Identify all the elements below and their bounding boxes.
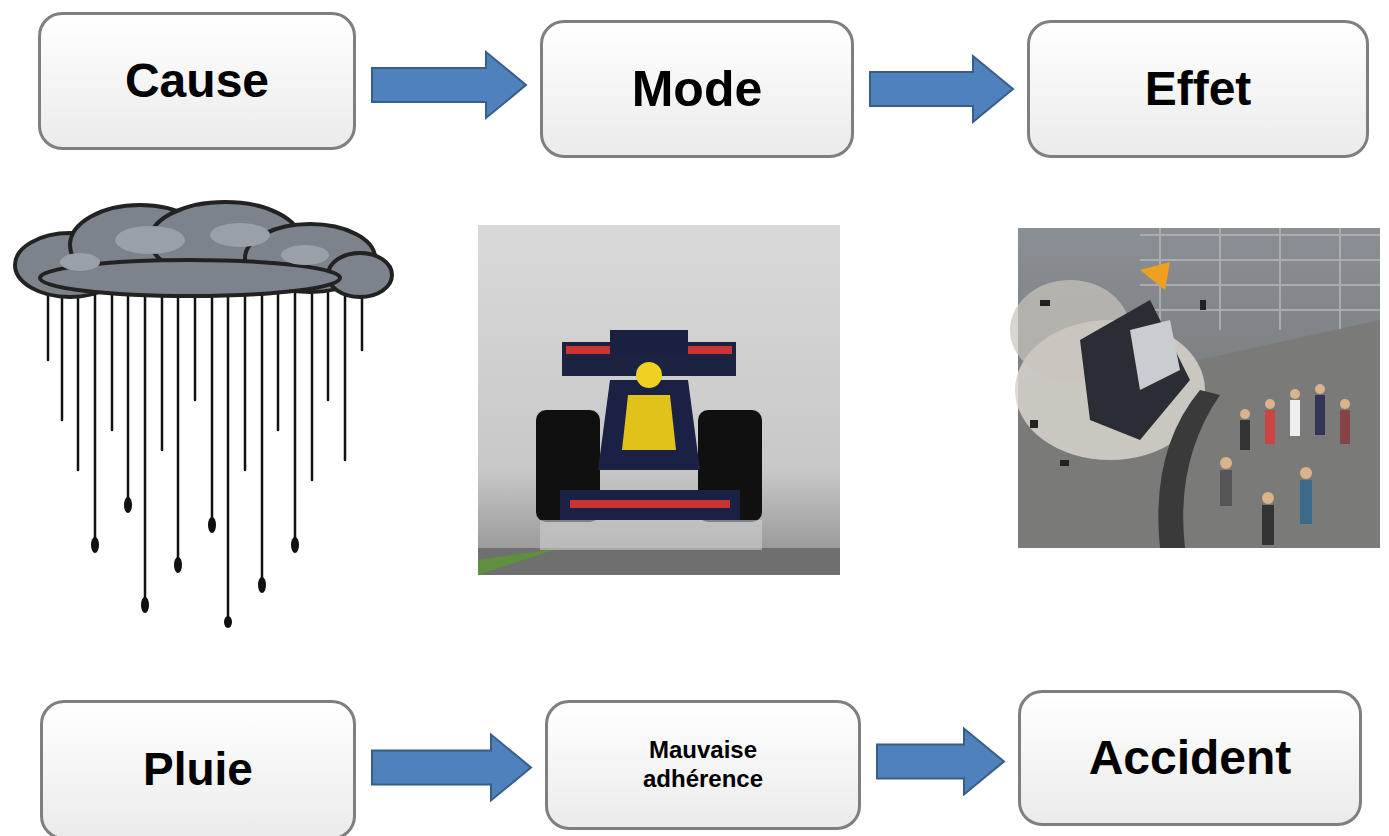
process-box: Pluie	[40, 700, 356, 836]
box-label: Mauvaise adhérence	[628, 736, 778, 794]
box-label: Effet	[1145, 60, 1252, 118]
process-box: Effet	[1027, 20, 1369, 158]
box-label: Accident	[1089, 729, 1292, 787]
process-box: Accident	[1018, 690, 1362, 826]
box-label: Cause	[125, 52, 269, 110]
block-arrow	[870, 56, 1013, 122]
box-label: Mode	[632, 59, 763, 119]
process-box: Cause	[38, 12, 356, 150]
spectators	[1220, 384, 1350, 545]
race-car-photo	[478, 225, 840, 575]
block-arrow	[372, 52, 526, 118]
rain-cloud	[15, 202, 392, 628]
process-box: Mauvaise adhérence	[545, 700, 861, 830]
process-box: Mode	[540, 20, 854, 158]
block-arrow	[372, 735, 531, 801]
crash-photo	[1010, 228, 1380, 548]
box-label: Pluie	[143, 742, 253, 797]
block-arrow	[877, 729, 1004, 795]
